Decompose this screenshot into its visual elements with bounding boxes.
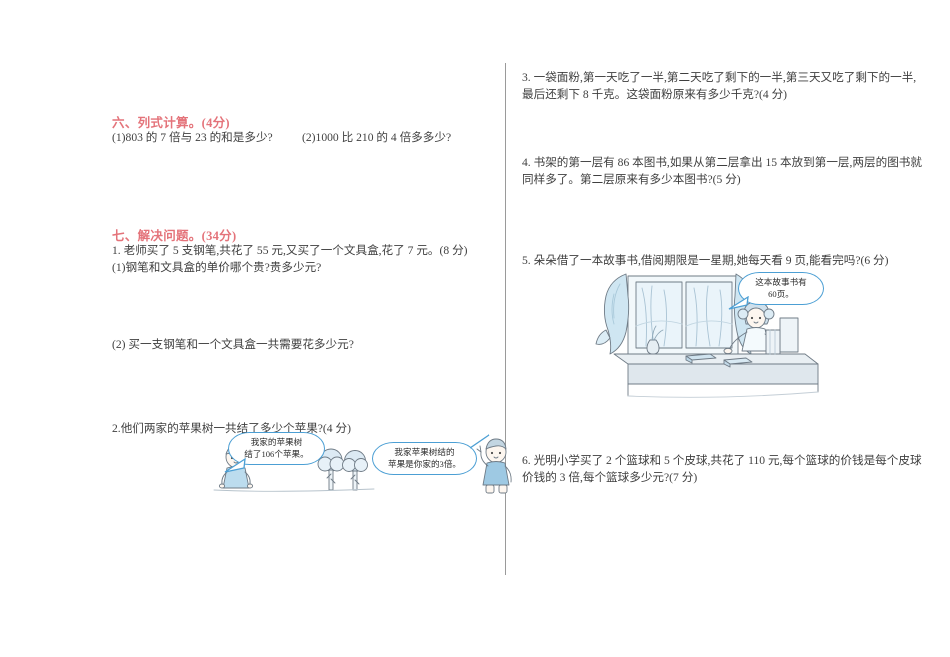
question-1-block: 1. 老师买了 5 支钢笔,共花了 55 元,又买了一个文具盒,花了 7 元。(…: [112, 243, 468, 277]
section-six-items: (1)803 的 7 倍与 23 的和是多少? (2)1000 比 210 的 …: [112, 130, 467, 147]
question-3-block: 3. 一袋面粉,第一天吃了一半,第二天吃了剩下的一半,第三天又吃了剩下的一半, …: [522, 70, 917, 104]
question-6-line-2: 价钱的 3 倍,每个篮球多少元?(7 分): [522, 470, 698, 484]
question-6-line-1: 6. 光明小学买了 2 个篮球和 5 个皮球,共花了 110 元,每个篮球的价钱…: [522, 454, 922, 467]
speech-bubble-left-line2: 结了106个苹果。: [244, 448, 309, 459]
section-six-item-2: (2)1000 比 210 的 4 倍多多少?: [302, 131, 452, 144]
speech-bubble-left-line1: 我家的苹果树: [250, 437, 303, 447]
question-5-stem: 5. 朵朵借了一本故事书,借阅期限是一星期,她每天看 9 页,能看完吗?(6 分…: [522, 254, 889, 267]
question-4-line-1: 4. 书架的第一层有 86 本图书,如果从第二层拿出 15 本放到第一层,两层的…: [522, 156, 922, 169]
question-1-stem: 1. 老师买了 5 支钢笔,共花了 55 元,又买了一个文具盒,花了 7 元。(…: [112, 244, 468, 257]
speech-bubble-right-tail: [469, 434, 490, 449]
apple-trees-illustration: 我家的苹果树 结了106个苹果。 我家苹果树结的 苹果是你家的3倍。: [162, 432, 522, 494]
section-six-heading-block: 六、列式计算。(4分): [112, 112, 230, 131]
speech-bubble-book-tail: [728, 296, 749, 310]
question-2-stem: 2.他们两家的苹果树一共结了多少个苹果?(4 分): [112, 422, 351, 435]
section-seven-heading-block: 七、解决问题。(34分): [112, 225, 236, 244]
speech-bubble-book-line2: 60页。: [768, 288, 794, 299]
question-1-part-2-block: (2) 买一支钢笔和一个文具盒一共需要花多少元?: [112, 337, 467, 354]
section-six-heading: 六、列式计算。(4分): [112, 116, 230, 130]
question-4-block: 4. 书架的第一层有 86 本图书,如果从第二层拿出 15 本放到第一层,两层的…: [522, 155, 922, 189]
column-divider: [505, 63, 506, 575]
right-column: 3. 一袋面粉,第一天吃了一半,第二天吃了剩下的一半,第三天又吃了剩下的一半, …: [522, 0, 922, 657]
speech-bubble-right-line2: 苹果是你家的3倍。: [387, 458, 462, 469]
question-1-part-2: (2) 买一支钢笔和一个文具盒一共需要花多少元?: [112, 338, 354, 351]
question-3-line-2: 最后还剩下 8 千克。这袋面粉原来有多少千克?(4 分): [522, 87, 788, 101]
speech-bubble-right: 我家苹果树结的 苹果是你家的3倍。: [372, 442, 477, 476]
left-column: 六、列式计算。(4分) (1)803 的 7 倍与 23 的和是多少? (2)1…: [112, 0, 512, 657]
question-4-line-2: 同样多了。第二层原来有多少本图书?(5 分): [522, 172, 741, 186]
section-seven-heading: 七、解决问题。(34分): [112, 229, 237, 243]
speech-bubble-left-tail: [224, 458, 246, 473]
speech-bubble-book-line1: 这本故事书有: [755, 277, 807, 287]
question-5-block: 5. 朵朵借了一本故事书,借阅期限是一星期,她每天看 9 页,能看完吗?(6 分…: [522, 253, 892, 270]
question-2-block: 2.他们两家的苹果树一共结了多少个苹果?(4 分): [112, 421, 467, 438]
question-1-part-1: (1)钢笔和文具盒的单价哪个贵?贵多少元?: [112, 260, 322, 274]
question-3-line-1: 3. 一袋面粉,第一天吃了一半,第二天吃了剩下的一半,第三天又吃了剩下的一半,: [522, 71, 917, 84]
girl-reading-illustration: 这本故事书有 60页。: [590, 272, 855, 402]
question-6-block: 6. 光明小学买了 2 个篮球和 5 个皮球,共花了 110 元,每个篮球的价钱…: [522, 453, 922, 487]
speech-bubble-right-line1: 我家苹果树结的: [394, 447, 455, 457]
section-six-item-1: (1)803 的 7 倍与 23 的和是多少?: [112, 131, 273, 144]
speech-bubble-book: 这本故事书有 60页。: [738, 272, 824, 306]
